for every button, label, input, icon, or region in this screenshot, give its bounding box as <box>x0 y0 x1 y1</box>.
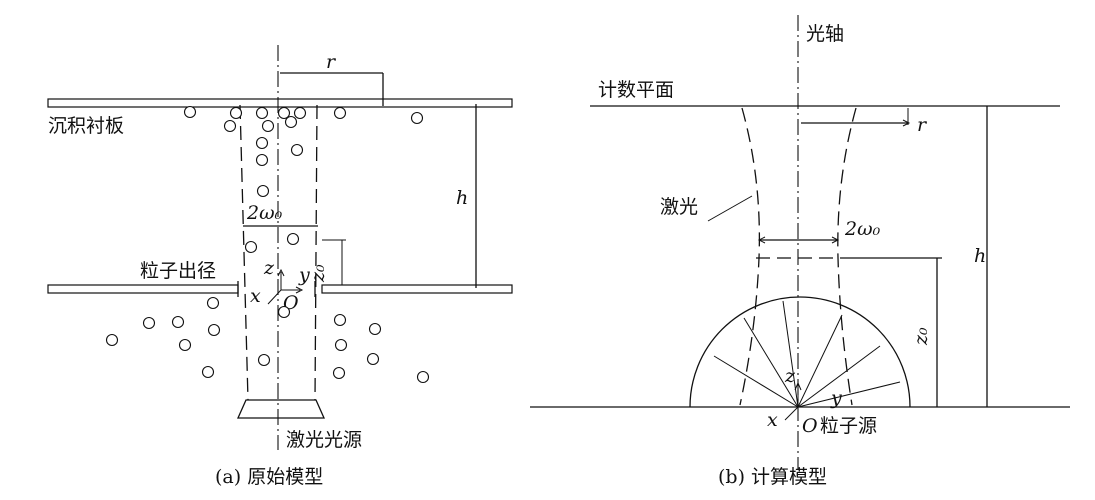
z-arrow-b <box>794 381 802 391</box>
laser-label: 激光 <box>660 196 698 218</box>
particle <box>206 296 220 310</box>
particle <box>366 352 380 366</box>
beam-edge-right-b <box>837 107 857 406</box>
emission-ray <box>743 317 799 408</box>
exit-plate-right <box>321 284 513 294</box>
source-label-a: 激光光源 <box>286 429 362 451</box>
waist-arrow-left-b <box>757 236 766 244</box>
diagram-b: r h 2ω₀ z₀ z y <box>530 15 1070 488</box>
x-label-a: x <box>250 285 261 307</box>
z-label-a: z <box>263 257 275 279</box>
particle <box>201 365 215 379</box>
emission-semicircle <box>689 296 911 408</box>
r-label-b: r <box>917 114 928 136</box>
particle <box>368 322 382 336</box>
waist-label-b: 2ω₀ <box>844 218 881 240</box>
particle <box>183 105 197 119</box>
particle <box>286 232 300 246</box>
particle <box>178 338 192 352</box>
diagram-a: r h 2ω₀ z₀ z y x O 沉积衬板 粒子出径 激光光源 (a) 原始… <box>47 45 513 488</box>
particle <box>333 106 347 120</box>
particle <box>416 370 430 384</box>
particle <box>257 353 271 367</box>
particle <box>255 136 269 150</box>
particle <box>105 333 119 347</box>
x-label-b: x <box>767 409 778 431</box>
laser-source-shape <box>236 399 326 419</box>
exit-label: 粒子出径 <box>140 260 216 282</box>
x-axis-b <box>784 406 799 421</box>
caption-b: (b) 计算模型 <box>718 466 827 488</box>
emission-ray <box>797 314 843 408</box>
particles <box>105 105 430 384</box>
particle <box>290 143 304 157</box>
z-label-b: z <box>784 365 796 387</box>
particle <box>223 119 237 133</box>
particle <box>255 153 269 167</box>
particle <box>334 338 348 352</box>
particle <box>277 106 291 120</box>
h-label-b: h <box>974 245 986 267</box>
beam-edge-right-a <box>314 104 318 401</box>
waist-arrow-right-b <box>831 236 840 244</box>
particle <box>277 305 291 319</box>
particle <box>255 106 269 120</box>
particle <box>244 240 258 254</box>
particle <box>207 323 221 337</box>
z0-label-b: z₀ <box>910 327 932 346</box>
z0-label-a: z₀ <box>307 264 329 283</box>
z-arrow-a <box>277 268 285 277</box>
exit-plate-left <box>47 284 239 294</box>
y-label-b: y <box>830 387 842 409</box>
emission-ray <box>797 345 881 408</box>
x-axis-a <box>267 289 282 305</box>
particle <box>142 316 156 330</box>
substrate-plate <box>47 98 513 108</box>
r-arrow-b <box>902 119 911 127</box>
beam-edge-left-b <box>739 107 761 406</box>
laser-leader-line <box>707 195 753 222</box>
h-label-a: h <box>456 187 468 209</box>
axis-label-b: 光轴 <box>806 23 844 45</box>
y-arrow-a <box>295 286 304 294</box>
caption-a: (a) 原始模型 <box>215 466 323 488</box>
beam-edge-left-a <box>239 104 249 401</box>
r-label-a: r <box>326 51 337 73</box>
particle <box>256 184 270 198</box>
particle <box>333 313 347 327</box>
waist-label-a: 2ω₀ <box>246 202 283 224</box>
source-label-b: 粒子源 <box>820 415 877 437</box>
particle <box>171 315 185 329</box>
particle <box>293 106 307 120</box>
substrate-label: 沉积衬板 <box>48 115 124 137</box>
plane-label: 计数平面 <box>598 79 674 101</box>
particle <box>332 366 346 380</box>
particle <box>284 115 298 129</box>
emission-ray <box>713 355 799 408</box>
emission-ray <box>797 381 901 408</box>
particle <box>229 106 243 120</box>
particle <box>410 111 424 125</box>
y-label-a: y <box>298 264 310 286</box>
origin-label-b: O <box>802 415 818 437</box>
particle <box>261 119 275 133</box>
emission-ray <box>782 300 799 408</box>
